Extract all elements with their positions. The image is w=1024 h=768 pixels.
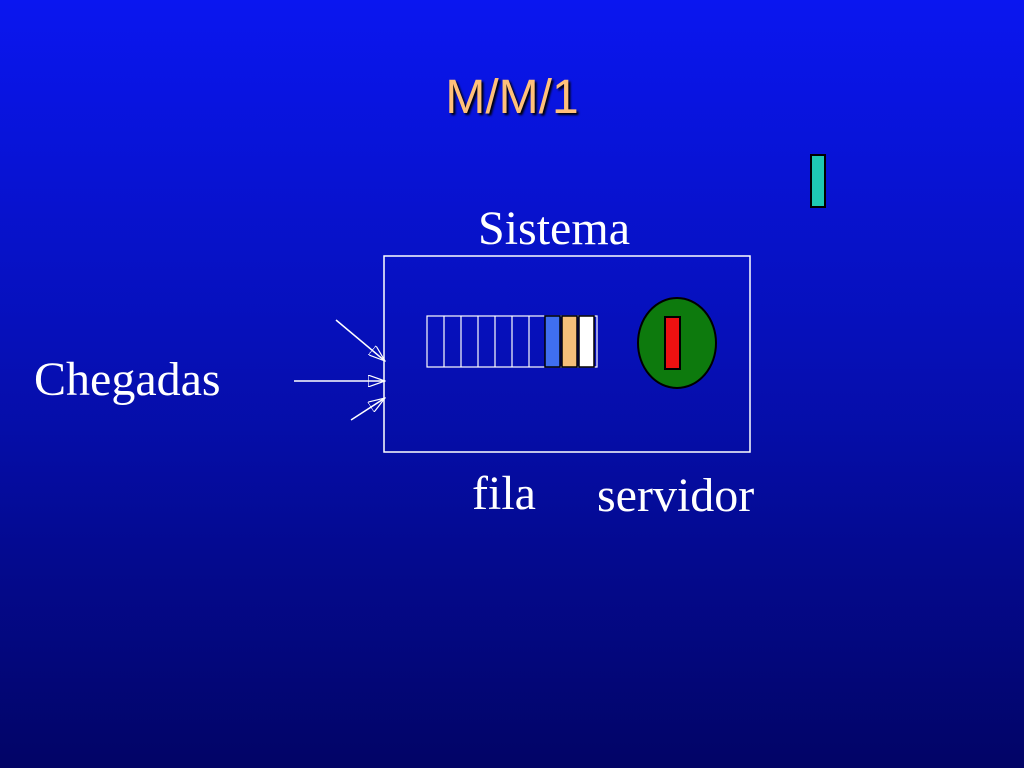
arriving-customer <box>810 154 826 208</box>
queued-customer <box>561 315 578 368</box>
queue-buffer <box>426 315 598 368</box>
queue-label: fila <box>472 467 536 520</box>
slide-title: M/M/1 <box>445 71 579 124</box>
server-label: servidor <box>597 469 755 522</box>
arrival-arrow <box>350 398 385 421</box>
arrival-arrow <box>335 319 385 361</box>
system-label: Sistema <box>478 202 630 255</box>
queued-customer <box>578 315 595 368</box>
arrivals-label: Chegadas <box>34 353 221 406</box>
queued-customer <box>544 315 561 368</box>
customer-in-service <box>664 316 681 370</box>
